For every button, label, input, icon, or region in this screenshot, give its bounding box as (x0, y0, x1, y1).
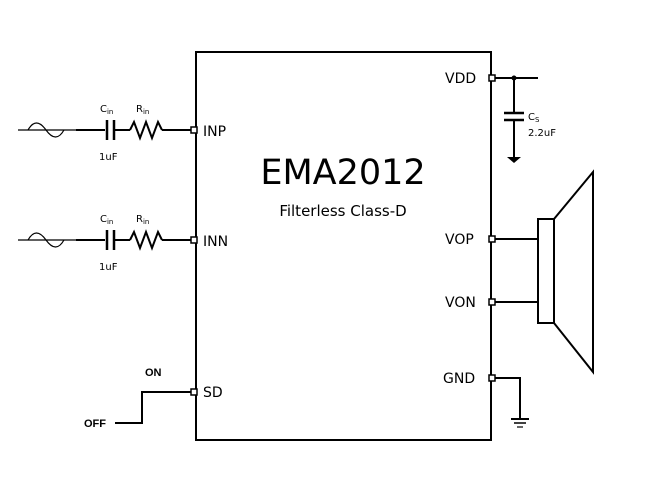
pin-sd-label: SD (203, 385, 223, 401)
input-capacitor-symbol (105, 120, 116, 140)
pin-gnd-label: GND (443, 371, 475, 387)
pin-inp-marker (190, 126, 198, 134)
speaker-output: VOP VON (445, 169, 594, 375)
cap-label: Cin (100, 104, 113, 116)
pin-vop-marker (488, 235, 496, 243)
cap-value: 1uF (99, 152, 118, 163)
input-channel-inn: INN Cin 1uF Rin (18, 214, 228, 273)
input-capacitor-symbol (105, 230, 116, 250)
signal-source-icon (18, 232, 76, 248)
supply-cap-value: 2.2uF (528, 128, 556, 139)
pin-inn-label: INN (203, 234, 228, 250)
ground-icon (511, 418, 529, 428)
pin-gnd-marker (488, 374, 496, 382)
chip-subtitle: Filterless Class-D (279, 202, 406, 220)
input-resistor-symbol (129, 119, 163, 141)
input-channel-inp: INP Cin 1uF Rin (18, 104, 226, 163)
supply-cap-label: CS (528, 112, 540, 124)
shutdown-switch: SD ON OFF (84, 367, 223, 430)
pin-von-marker (488, 298, 496, 306)
pin-sd-marker (190, 388, 198, 396)
gnd-connection: GND (443, 371, 529, 428)
res-label: Rin (136, 104, 149, 116)
speaker-icon (537, 169, 594, 375)
pin-vdd-label: VDD (445, 71, 476, 87)
pin-vdd-marker (488, 74, 496, 82)
chip-name: EMA2012 (260, 153, 425, 193)
pin-vop-label: VOP (445, 232, 474, 248)
pin-inp-label: INP (203, 124, 226, 140)
vdd-supply: VDD CS 2.2uF (445, 71, 556, 163)
cap-value: 1uF (99, 262, 118, 273)
pin-inn-marker (190, 236, 198, 244)
input-resistor-symbol (129, 229, 163, 251)
switch-on-label: ON (145, 367, 162, 379)
cap-label: Cin (100, 214, 113, 226)
chip-body (195, 51, 492, 441)
ground-icon (507, 157, 521, 163)
signal-source-icon (18, 122, 76, 138)
supply-capacitor-symbol (504, 111, 524, 122)
pin-von-label: VON (445, 295, 476, 311)
switch-off-label: OFF (84, 418, 106, 430)
res-label: Rin (136, 214, 149, 226)
